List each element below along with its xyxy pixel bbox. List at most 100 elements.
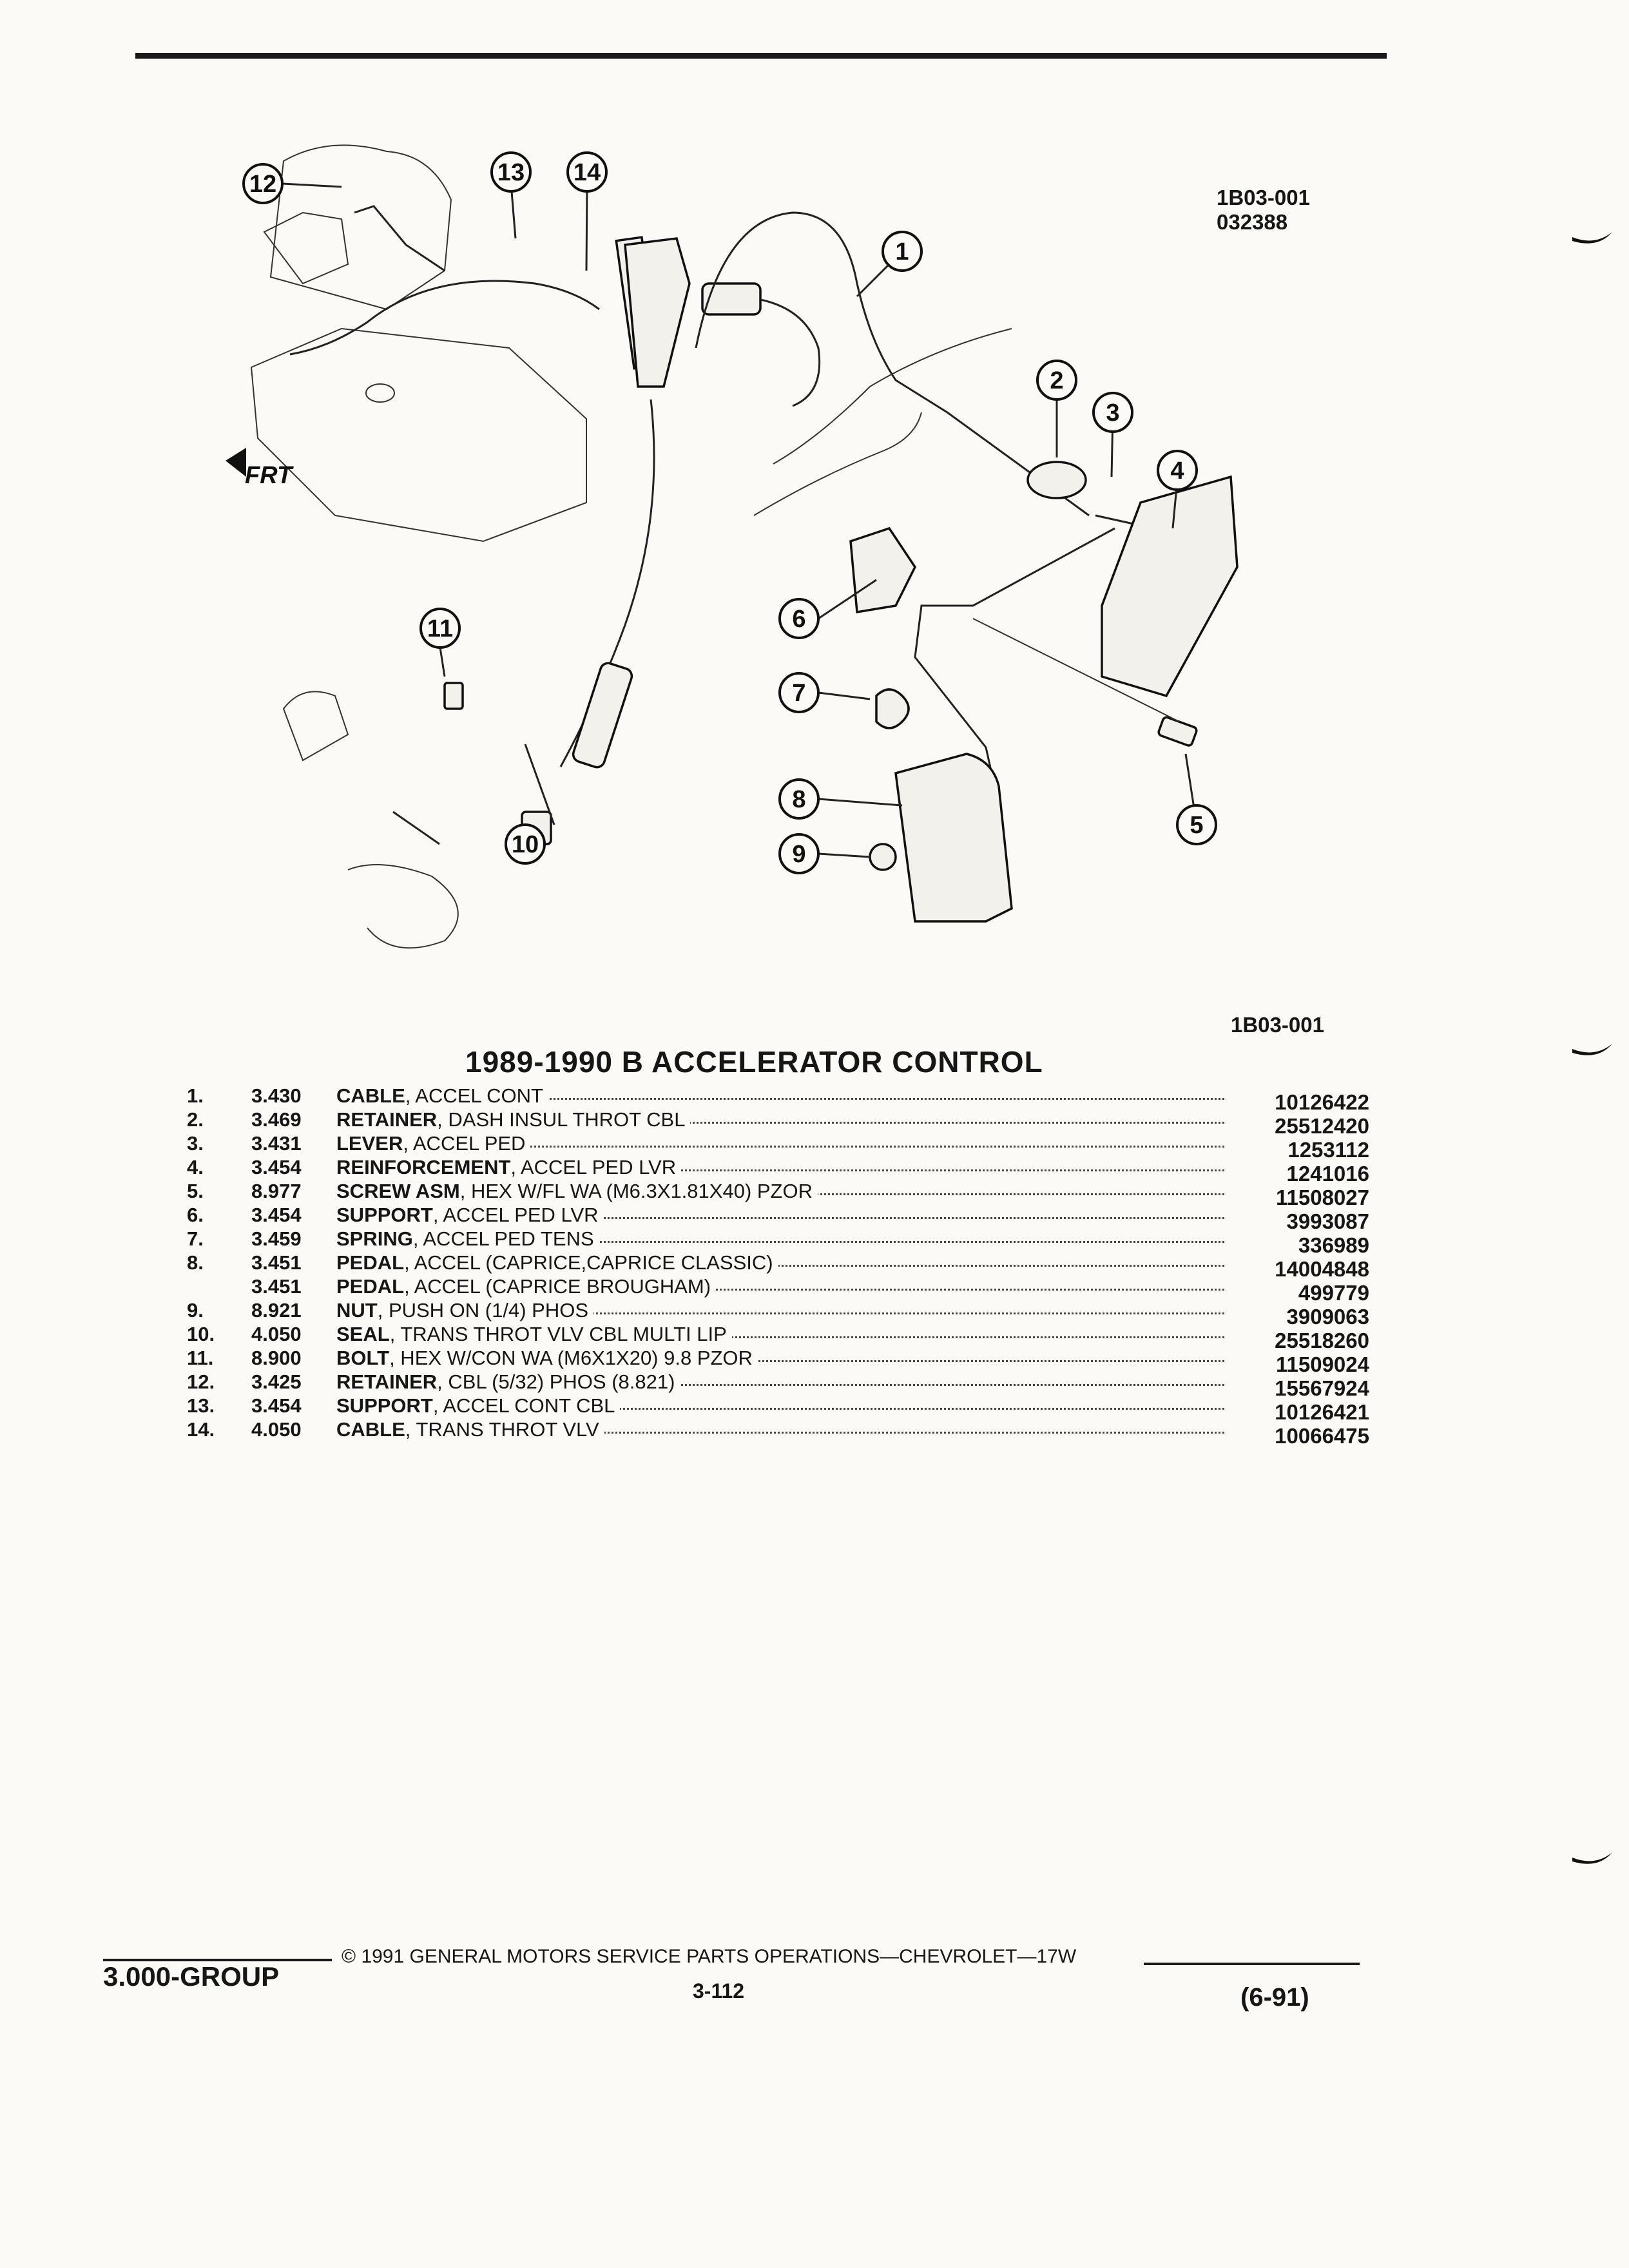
footer-page-number: 3-112 bbox=[693, 1979, 745, 2003]
part-name: SEAL bbox=[336, 1323, 390, 1345]
leader-dots bbox=[336, 1289, 1224, 1291]
accel-cable-line bbox=[695, 211, 1090, 517]
group-number: 3.454 bbox=[251, 1156, 302, 1178]
callout-13: 13 bbox=[490, 151, 532, 193]
svg-text:11: 11 bbox=[427, 615, 453, 642]
part-number: 25512420 bbox=[1271, 1114, 1369, 1138]
part-detail: , ACCEL PED LVR bbox=[432, 1204, 599, 1226]
part-name: LEVER bbox=[336, 1132, 403, 1155]
part-name: SUPPORT bbox=[336, 1204, 433, 1226]
spring-part bbox=[875, 688, 910, 729]
part-name: RETAINER bbox=[336, 1108, 438, 1131]
pedal-lever-line bbox=[914, 527, 1115, 806]
item-number: 1. bbox=[187, 1084, 204, 1107]
part-description: SCREW ASM, HEX W/FL WA (M6.3X1.81X40) PZ… bbox=[336, 1179, 818, 1203]
group-number: 3.431 bbox=[251, 1132, 302, 1155]
part-number: 15567924 bbox=[1271, 1376, 1369, 1400]
part-name: PEDAL bbox=[336, 1251, 405, 1274]
callout-9: 9 bbox=[778, 833, 820, 874]
svg-text:10: 10 bbox=[512, 831, 539, 858]
page-title: 1989-1990 B ACCELERATOR CONTROL bbox=[465, 1045, 1043, 1079]
svg-text:4: 4 bbox=[1170, 457, 1184, 485]
parts-row-10: 9. 8.921 NUT, PUSH ON (1/4) PHOS 3909063 bbox=[187, 1298, 1379, 1329]
item-number: 5. bbox=[187, 1180, 204, 1202]
part-description: LEVER, ACCEL PED bbox=[336, 1131, 531, 1155]
parts-row-9: 3.451 PEDAL, ACCEL (CAPRICE BROUGHAM) 49… bbox=[187, 1274, 1379, 1305]
footer-revision: (6-91) bbox=[1240, 1983, 1309, 2012]
part-number: 499779 bbox=[1294, 1281, 1369, 1305]
binder-mark-bottom bbox=[1572, 1852, 1612, 1864]
part-name: SUPPORT bbox=[336, 1394, 433, 1417]
part-detail: , ACCEL PED bbox=[403, 1132, 526, 1155]
footer-rule-left bbox=[103, 1959, 332, 1961]
part-description: REINFORCEMENT, ACCEL PED LVR bbox=[336, 1155, 682, 1179]
leader-dots bbox=[336, 1265, 1224, 1267]
group-number: 8.921 bbox=[251, 1299, 302, 1321]
part-number: 10066475 bbox=[1271, 1424, 1369, 1448]
part-description: CABLE, ACCEL CONT bbox=[336, 1084, 548, 1108]
parts-row-2: 2. 3.469 RETAINER, DASH INSUL THROT CBL … bbox=[187, 1108, 1379, 1138]
binder-mark-top bbox=[1572, 232, 1612, 244]
leader-dots bbox=[336, 1408, 1224, 1410]
callout-14: 14 bbox=[566, 151, 608, 193]
part-name: SCREW ASM bbox=[336, 1180, 460, 1202]
parts-row-6: 6. 3.454 SUPPORT, ACCEL PED LVR 3993087 bbox=[187, 1203, 1379, 1233]
parts-row-11: 10. 4.050 SEAL, TRANS THROT VLV CBL MULT… bbox=[187, 1322, 1379, 1352]
group-number: 3.425 bbox=[251, 1370, 302, 1393]
part-detail: , ACCEL PED LVR bbox=[510, 1156, 677, 1178]
part-number: 336989 bbox=[1294, 1233, 1369, 1257]
part-number: 1253112 bbox=[1284, 1138, 1369, 1162]
cable-sheath bbox=[572, 662, 633, 769]
part-name: NUT bbox=[336, 1299, 378, 1321]
callout-5: 5 bbox=[1176, 804, 1217, 845]
callout-8: 8 bbox=[778, 778, 820, 820]
part-number: 3909063 bbox=[1282, 1305, 1369, 1329]
part-description: SEAL, TRANS THROT VLV CBL MULTI LIP bbox=[336, 1322, 732, 1346]
part-name: BOLT bbox=[336, 1347, 390, 1369]
throttle-body-drawing bbox=[250, 144, 821, 762]
part-description: SPRING, ACCEL PED TENS bbox=[336, 1227, 599, 1251]
leader-dots bbox=[336, 1336, 1224, 1338]
part-detail: , ACCEL PED TENS bbox=[412, 1227, 594, 1250]
part-number: 10126421 bbox=[1271, 1400, 1369, 1424]
svg-text:12: 12 bbox=[249, 171, 276, 198]
leader-dots bbox=[336, 1384, 1224, 1386]
parts-list: 1. 3.430 CABLE, ACCEL CONT 10126422 2. 3… bbox=[187, 1084, 1379, 1448]
part-name: CABLE bbox=[336, 1418, 405, 1441]
top-rule bbox=[135, 53, 1387, 59]
group-number: 4.050 bbox=[251, 1323, 302, 1345]
parts-row-13: 12. 3.425 RETAINER, CBL (5/32) PHOS (8.8… bbox=[187, 1370, 1379, 1400]
part-detail: , ACCEL CONT CBL bbox=[432, 1394, 615, 1417]
item-number: 7. bbox=[187, 1227, 204, 1250]
bolt-part bbox=[443, 682, 464, 710]
item-number: 8. bbox=[187, 1251, 204, 1274]
leader-dots bbox=[336, 1169, 1224, 1171]
part-description: BOLT, HEX W/CON WA (M6X1X20) 9.8 PZOR bbox=[336, 1346, 758, 1370]
svg-text:14: 14 bbox=[574, 159, 601, 186]
part-detail: , ACCEL (CAPRICE,CAPRICE CLASSIC) bbox=[404, 1251, 773, 1274]
callout-12: 12 bbox=[242, 163, 284, 204]
part-detail: , DASH INSUL THROT CBL bbox=[437, 1108, 686, 1131]
callout-2: 2 bbox=[1036, 360, 1077, 401]
dash-retainer-part bbox=[1027, 461, 1087, 499]
group-number: 3.430 bbox=[251, 1084, 302, 1107]
part-number: 11509024 bbox=[1271, 1352, 1369, 1376]
parts-row-1: 1. 3.430 CABLE, ACCEL CONT 10126422 bbox=[187, 1084, 1379, 1114]
svg-text:6: 6 bbox=[792, 606, 805, 633]
group-number: 3.469 bbox=[251, 1108, 302, 1131]
callout-11: 11 bbox=[419, 608, 461, 649]
callout-6: 6 bbox=[778, 598, 820, 639]
part-name: PEDAL bbox=[336, 1275, 405, 1298]
part-detail: , ACCEL CONT bbox=[405, 1084, 543, 1107]
pedal-part bbox=[894, 753, 1013, 923]
part-detail: , TRANS THROT VLV bbox=[405, 1418, 599, 1441]
leader-dots bbox=[336, 1241, 1224, 1243]
front-direction-arrow bbox=[226, 448, 246, 477]
pedal-support-part bbox=[849, 526, 917, 614]
svg-text:5: 5 bbox=[1190, 812, 1203, 839]
item-number: 10. bbox=[187, 1323, 215, 1345]
part-detail: , HEX W/FL WA (M6.3X1.81X40) PZOR bbox=[459, 1180, 813, 1202]
item-number: 12. bbox=[187, 1370, 215, 1393]
part-name: RETAINER bbox=[336, 1370, 438, 1393]
group-number: 4.050 bbox=[251, 1418, 302, 1441]
